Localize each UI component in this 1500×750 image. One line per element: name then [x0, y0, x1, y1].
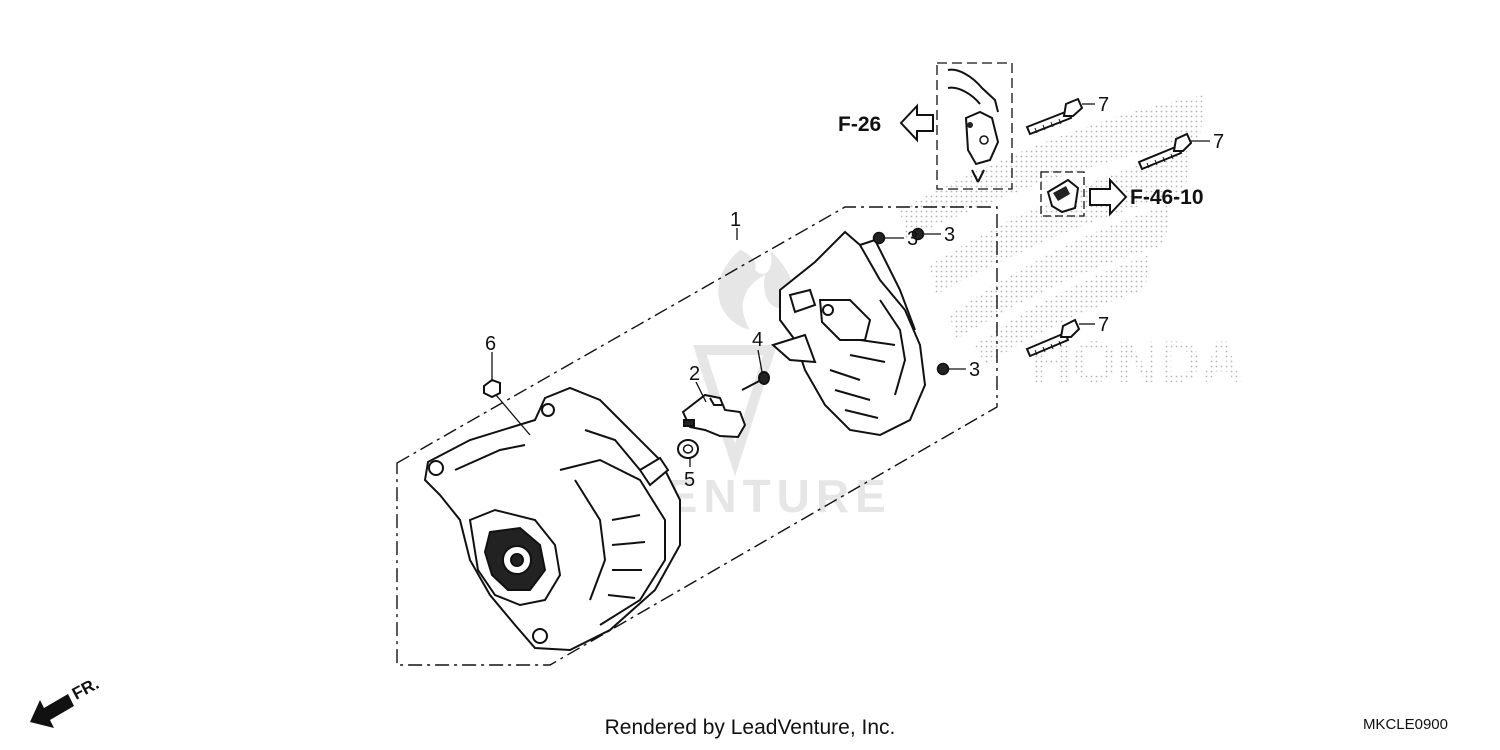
- rendered-by-credit: Rendered by LeadVenture, Inc.: [604, 716, 896, 739]
- brush-holder-part2: [681, 393, 747, 439]
- callout-3c: 3: [969, 359, 980, 381]
- callout-3b: 3: [944, 224, 955, 246]
- washer-part5: [677, 439, 699, 459]
- callout-3a: 3: [907, 228, 918, 250]
- screw-part4: [741, 371, 770, 391]
- nuts-part3: [872, 227, 950, 376]
- honda-wing-watermark: HONDA: [900, 95, 1243, 395]
- alternator-housing: [423, 386, 681, 652]
- bolt-top: [1025, 97, 1084, 136]
- callout-7c: 7: [1098, 314, 1109, 336]
- bolts-part7: [1025, 97, 1193, 358]
- callout-7b: 7: [1213, 131, 1224, 153]
- cap-part6: [483, 378, 501, 399]
- assembly-outline: [396, 206, 998, 666]
- f26-ref-arrow: F-26: [838, 103, 934, 143]
- f4610-ref-label: F-46-10: [1130, 186, 1204, 209]
- f4610-ref-arrow: F-46-10: [1089, 177, 1204, 217]
- f26-ref-label: F-26: [838, 113, 881, 136]
- callout-6: 6: [485, 333, 496, 355]
- callout-4: 4: [752, 329, 763, 351]
- callout-1: 1: [730, 209, 741, 231]
- callout-2: 2: [689, 363, 700, 385]
- diagram-code: MKCLE0900: [1362, 716, 1448, 733]
- leader-lines: [491, 103, 1210, 467]
- bolt-middle: [1137, 132, 1193, 171]
- callout-labels: 1 2 3 3 3 4 5 6 7 7 7: [485, 94, 1224, 491]
- callout-7a: 7: [1098, 94, 1109, 116]
- bolt-bottom: [1025, 318, 1081, 358]
- callout-5: 5: [684, 469, 695, 491]
- rear-cover: [771, 230, 927, 437]
- f26-bracket-group: [936, 62, 1013, 190]
- front-direction-label: FR.: [69, 674, 102, 704]
- f4610-clip-group: [1040, 171, 1085, 217]
